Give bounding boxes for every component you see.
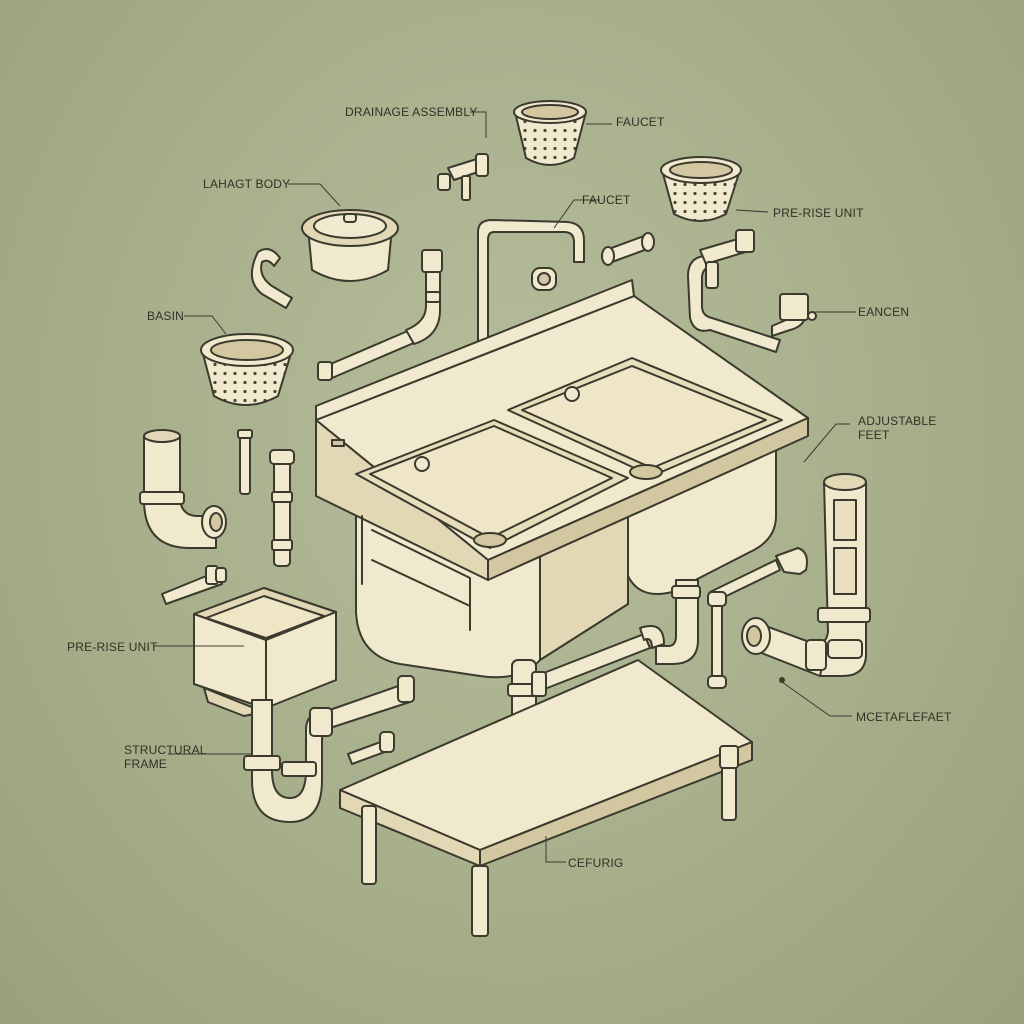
label-lahagt-body: LAHAGT BODY [203,177,291,191]
strainer-basket-top [513,100,587,166]
supply-pipe-right [687,229,817,353]
pre-rise-box [193,587,337,717]
support-table [339,659,753,937]
strainer-basket-right [660,156,742,222]
label-cefurig: CEFURIG [568,856,624,870]
label-pre-rise-unit-top: PRE-RISE UNIT [773,206,864,220]
label-faucet-mid: FAUCET [582,193,631,207]
drain-piping [507,547,808,741]
hook-pipe [251,248,293,309]
label-eancen: EANCEN [858,305,910,319]
sink [315,279,809,679]
tap-fitting-top [437,153,489,201]
label-mcetaflefaet: MCETAFLEFAET [856,710,952,724]
drain-body-pot [301,209,399,282]
label-adjustable-feet: ADJUSTABLE FEET [858,414,937,442]
leader-lines [154,111,856,863]
label-pre-rise-unit-left: PRE-RISE UNIT [67,640,158,654]
strainer-basket-left [200,333,294,406]
label-structural-frame: STRUCTURAL FRAME [124,743,207,771]
standpipe-right [741,473,871,683]
thin-rods [161,429,295,605]
fittings-floating [531,232,655,291]
supply-pipe-left [317,249,443,381]
label-drainage-assembly: DRAINAGE ASSEMBLY [345,105,478,119]
elbow-pipe-left [139,429,227,549]
p-trap [243,675,415,823]
label-basin: BASIN [147,309,185,323]
label-faucet-top: FAUCET [616,115,665,129]
